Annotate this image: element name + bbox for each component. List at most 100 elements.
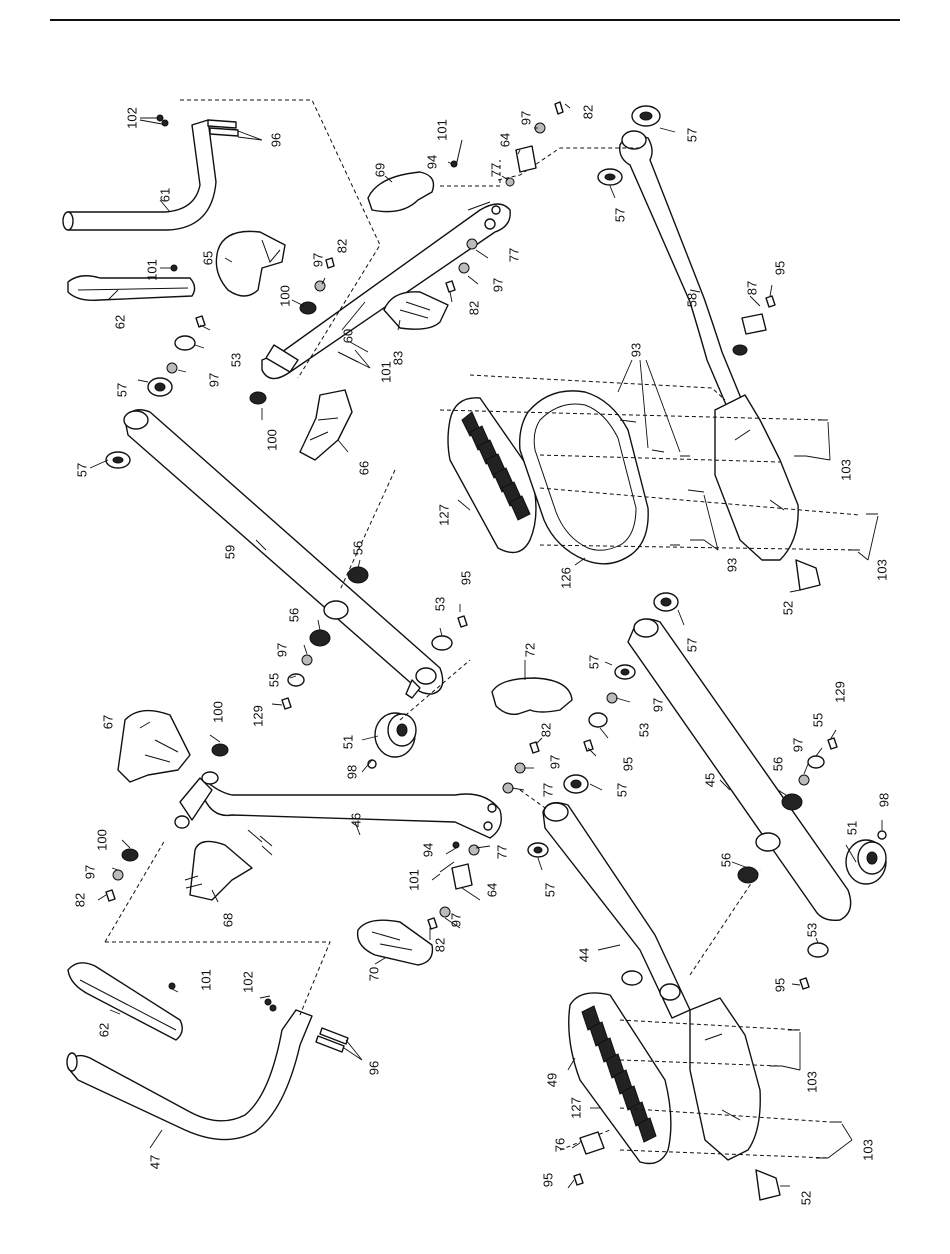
part-label-97: 97 [207, 373, 222, 387]
part-label-69: 69 [373, 163, 388, 177]
part-label-57: 57 [75, 463, 90, 477]
part-label-60: 60 [341, 329, 356, 343]
part-label-87: 87 [745, 281, 760, 295]
part-label-97: 97 [449, 913, 464, 927]
part-label-53: 53 [433, 597, 448, 611]
part-label-55: 55 [267, 673, 282, 687]
part-label-53: 53 [637, 723, 652, 737]
part-51-wheel-lower [845, 839, 887, 885]
part-label-129: 129 [833, 681, 848, 703]
part-label-101: 101 [435, 119, 450, 141]
part-label-52: 52 [781, 601, 796, 615]
part-62-grip [67, 275, 196, 302]
part-label-57: 57 [587, 655, 602, 669]
part-label-129: 129 [251, 705, 266, 727]
part-label-77: 77 [495, 845, 510, 859]
part-70-cover [356, 919, 434, 966]
part-label-53: 53 [229, 353, 244, 367]
alignment-lines [104, 99, 861, 1159]
part-label-97: 97 [651, 698, 666, 712]
part-label-57: 57 [685, 128, 700, 142]
part-label-82: 82 [335, 239, 350, 253]
part-label-56: 56 [771, 757, 786, 771]
part-126-pedal-frame [518, 390, 649, 565]
part-62-grip-lower [67, 962, 183, 1041]
part-label-58: 58 [685, 293, 700, 307]
part-label-98: 98 [877, 793, 892, 807]
part-label-103: 103 [839, 459, 854, 481]
part-46-lower-arm [174, 771, 502, 839]
part-label-127: 127 [569, 1097, 584, 1119]
part-label-98: 98 [345, 765, 360, 779]
part-label-45: 45 [703, 773, 718, 787]
part-label-82: 82 [581, 105, 596, 119]
part-44-lower-left-leg [542, 802, 691, 1019]
part-label-47: 47 [148, 1155, 163, 1169]
part-label-72: 72 [523, 643, 538, 657]
part-label-103: 103 [875, 559, 890, 581]
part-60-upper-arm [261, 201, 511, 380]
part-label-93: 93 [629, 343, 644, 357]
part-label-77: 77 [507, 248, 522, 262]
part-labels: 102 96 61 101 94 69 64 97 82 57 77 57 65 82 97 101 62 100… [73, 105, 892, 1205]
part-label-57: 57 [685, 638, 700, 652]
part-label-61: 61 [158, 188, 173, 202]
part-label-57: 57 [115, 383, 130, 397]
part-label-97: 97 [548, 755, 563, 769]
part-label-126: 126 [559, 567, 574, 589]
part-label-101: 101 [145, 259, 160, 281]
part-label-52: 52 [799, 1191, 814, 1205]
part-label-103: 103 [805, 1071, 820, 1093]
part-label-97: 97 [491, 278, 506, 292]
part-label-97: 97 [83, 865, 98, 879]
part-label-83: 83 [391, 351, 406, 365]
part-label-100: 100 [95, 829, 110, 851]
part-label-57: 57 [615, 783, 630, 797]
part-label-65: 65 [201, 251, 216, 265]
part-label-101: 101 [379, 361, 394, 383]
part-label-64: 64 [485, 883, 500, 897]
part-label-102: 102 [241, 971, 256, 993]
part-label-64: 64 [498, 133, 513, 147]
part-label-95: 95 [541, 1173, 556, 1187]
part-label-57: 57 [613, 208, 628, 222]
part-label-82: 82 [539, 723, 554, 737]
part-label-56: 56 [351, 541, 366, 555]
part-label-46: 46 [349, 813, 364, 827]
part-label-66: 66 [357, 461, 372, 475]
part-label-97: 97 [519, 111, 534, 125]
part-label-95: 95 [773, 978, 788, 992]
part-label-101: 101 [407, 869, 422, 891]
part-47-handlebar-lower [66, 1009, 313, 1141]
part-label-62: 62 [113, 315, 128, 329]
part-label-55: 55 [811, 713, 826, 727]
part-label-82: 82 [467, 301, 482, 315]
part-label-96: 96 [269, 133, 284, 147]
part-59-lower-leg [123, 409, 444, 699]
part-label-67: 67 [101, 715, 116, 729]
part-51-wheel-upper [374, 712, 417, 758]
part-83-cover [383, 291, 449, 330]
part-label-94: 94 [421, 843, 436, 857]
part-label-94: 94 [425, 155, 440, 169]
part-label-127: 127 [437, 504, 452, 526]
hardware [105, 101, 887, 1201]
part-label-59: 59 [223, 545, 238, 559]
part-49-pedal-lower [568, 992, 672, 1165]
part-label-44: 44 [577, 948, 592, 962]
part-label-82: 82 [73, 893, 88, 907]
part-label-95: 95 [459, 571, 474, 585]
part-58-upper-leg [619, 130, 746, 415]
part-66-shroud [299, 389, 353, 461]
part-label-57: 57 [543, 883, 558, 897]
part-label-100: 100 [278, 285, 293, 307]
part-label-51: 51 [845, 821, 860, 835]
part-68-shroud [184, 840, 253, 901]
leader-lines [89, 103, 883, 1189]
part-label-96: 96 [367, 1061, 382, 1075]
part-label-68: 68 [221, 913, 236, 927]
part-label-51: 51 [341, 735, 356, 749]
part-45-lower-right-leg [627, 618, 852, 921]
pedal-bracket-lower [689, 997, 761, 1161]
